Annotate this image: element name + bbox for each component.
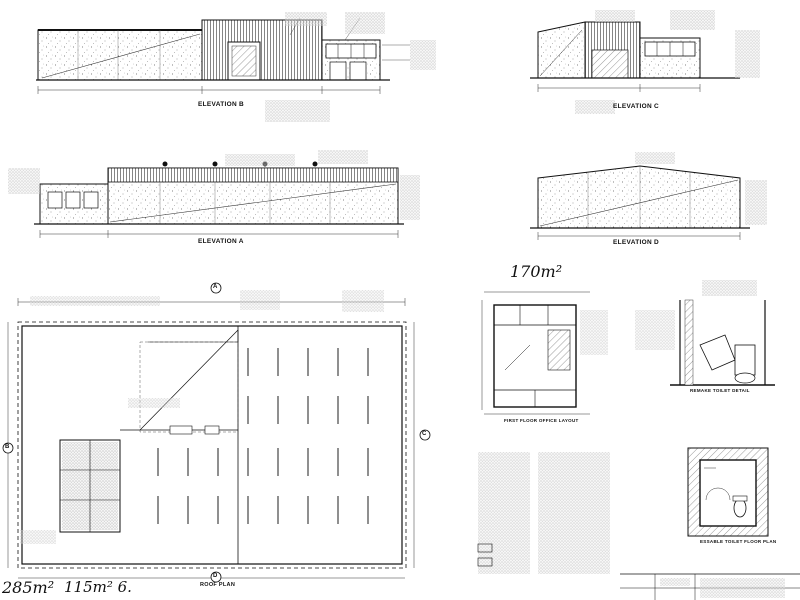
grid-marker-a — [210, 282, 222, 294]
elevation-d-drawing — [530, 152, 767, 240]
first-floor-plan-drawing — [481, 291, 608, 415]
elevation-c-drawing — [530, 10, 760, 114]
grid-marker-b — [2, 442, 14, 454]
roof-plan-drawing — [7, 290, 415, 579]
handwritten-office-area: 170m² — [510, 262, 563, 281]
elevation-b-drawing — [36, 12, 436, 122]
elevation-a-label: ELEVATION A — [198, 238, 244, 245]
grid-marker-a-letter: A — [213, 284, 218, 290]
elevation-a-drawing — [8, 150, 420, 238]
elevation-b-label: ELEVATION B — [198, 101, 245, 108]
first-floor-label: FIRST FLOOR OFFICE LAYOUT — [504, 418, 579, 423]
handwritten-total-area: 285m² — [2, 578, 55, 597]
amenities-detail-label: REMAKE TOILET DETAIL — [690, 388, 750, 393]
grid-marker-c — [419, 429, 431, 441]
title-block — [620, 573, 800, 600]
grid-marker-c-letter: C — [422, 431, 427, 437]
toilet-floor-plan-drawing — [687, 447, 769, 537]
grid-marker-d — [210, 571, 222, 583]
general-notes-text — [477, 452, 610, 574]
handwritten-other-area: 115m² 6. — [64, 578, 132, 596]
roof-plan-label: ROOF PLAN — [200, 582, 236, 588]
elevation-d-label: ELEVATION D — [613, 239, 660, 246]
toilet-plan-label: ESSABLE TOILET FLOOR PLAN — [700, 539, 777, 544]
elevation-c-label: ELEVATION C — [613, 103, 660, 110]
grid-marker-d-letter: D — [213, 573, 218, 579]
amenities-detail-drawing — [635, 280, 775, 386]
grid-marker-b-letter: B — [5, 444, 10, 450]
